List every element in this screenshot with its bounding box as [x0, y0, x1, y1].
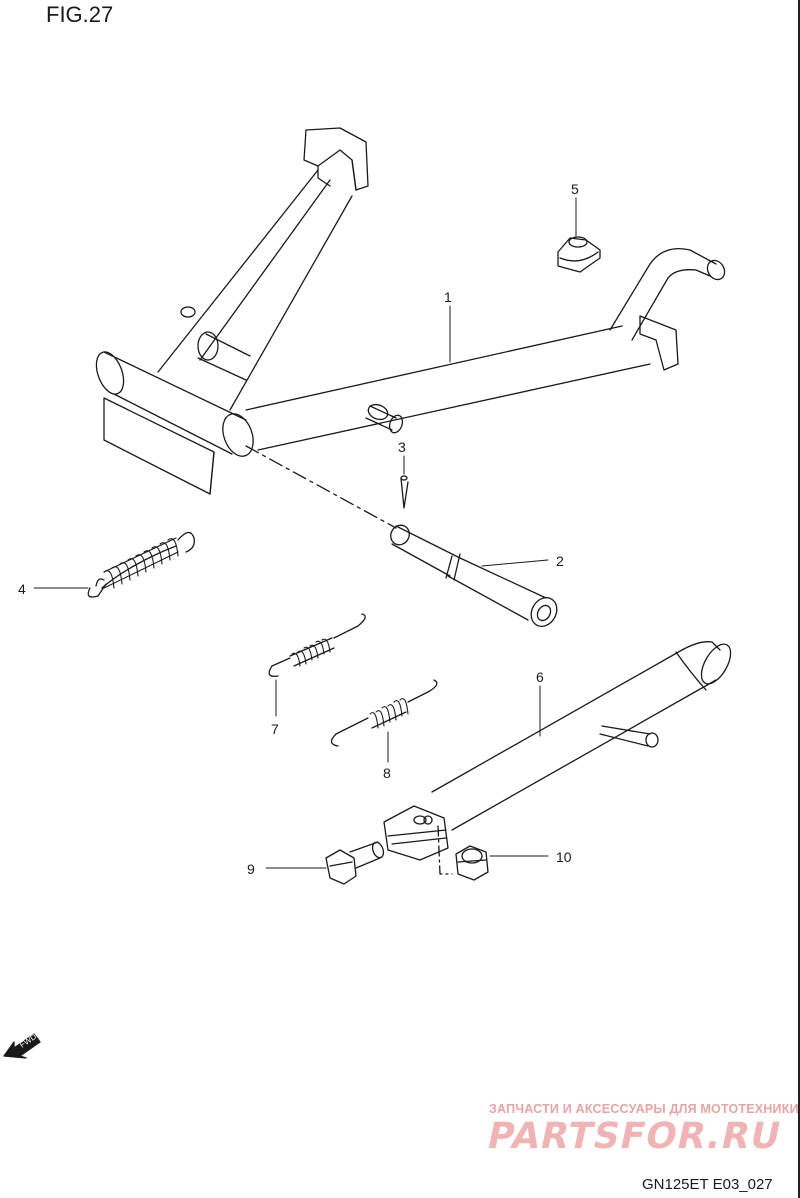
side-stand-spring-7[interactable]: [268, 613, 366, 677]
fwd-arrow-icon: FWD: [3, 1032, 41, 1059]
watermark-tagline: ЗАПЧАСТИ И АКСЕССУАРЫ ДЛЯ МОТОТЕХНИКИ: [489, 1102, 799, 1116]
pivot-axis-line: [245, 445, 397, 529]
leader-lines: [33, 197, 577, 869]
callout-2: 2: [556, 553, 564, 569]
right-border: [798, 0, 800, 1198]
callout-10: 10: [556, 849, 572, 865]
figure-title: FIG.27: [46, 2, 114, 27]
callout-3: 3: [398, 439, 406, 455]
callout-6: 6: [536, 669, 544, 685]
pivot-bolt[interactable]: [325, 841, 385, 885]
stand-shaft[interactable]: [387, 522, 562, 631]
bolt-axis-line: [437, 825, 453, 875]
figure-code: GN125ET E03_027: [642, 1176, 773, 1193]
callout-9: 9: [247, 861, 255, 877]
center-stand[interactable]: [91, 127, 728, 495]
rubber-cap[interactable]: [557, 236, 601, 273]
stand-spring-large[interactable]: [87, 531, 195, 598]
callout-7: 7: [271, 721, 279, 737]
callout-5: 5: [571, 181, 579, 197]
cotter-pin[interactable]: [400, 475, 409, 509]
nut[interactable]: [455, 845, 489, 881]
callout-4: 4: [18, 581, 26, 597]
side-stand-spring-8[interactable]: [330, 679, 438, 747]
watermark-logo: PARTSFOR.RU: [483, 1116, 786, 1157]
callout-1: 1: [444, 289, 452, 305]
callout-8: 8: [383, 765, 391, 781]
side-stand[interactable]: [383, 639, 737, 861]
